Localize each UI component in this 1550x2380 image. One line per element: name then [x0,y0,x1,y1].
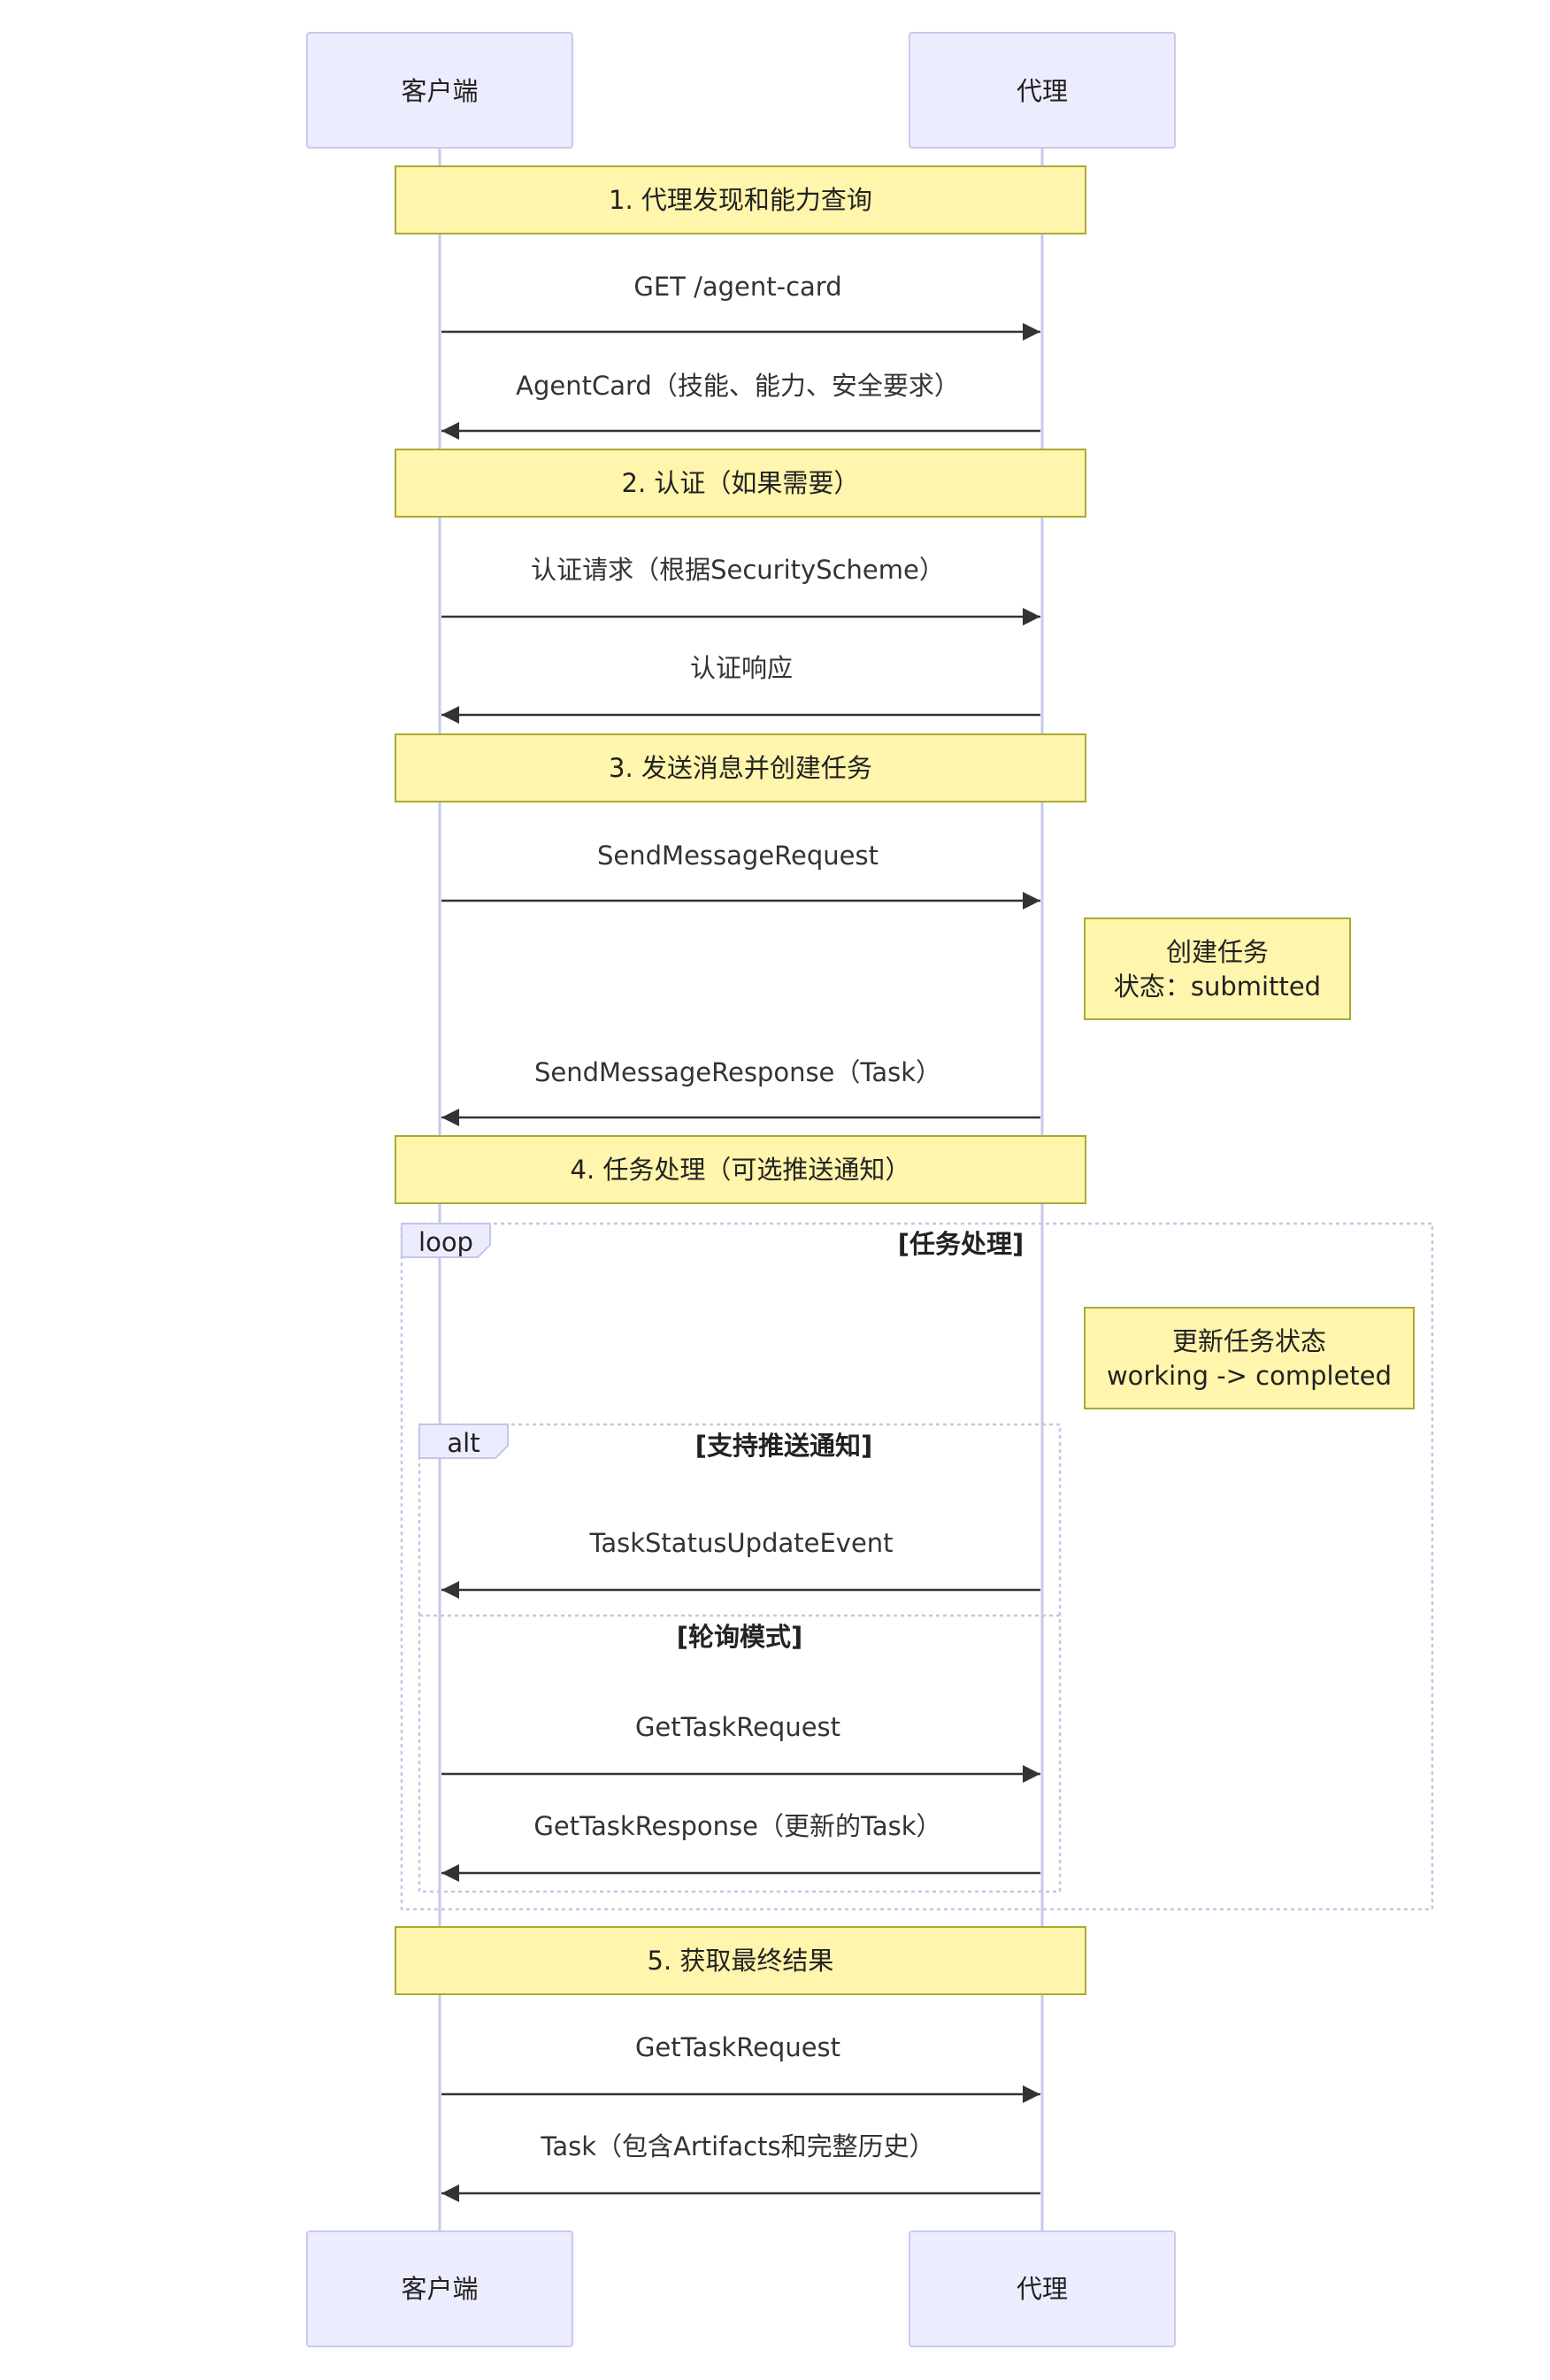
section-note-5-label: 5. 获取最终结果 [648,1946,834,1976]
message-3-label: 认证请求（根据SecurityScheme） [531,555,945,585]
loop-frame-keyword: loop [418,1227,473,1257]
agent-actor-label: 代理 [1017,76,1068,106]
agent-actor-top: 代理 [909,32,1176,149]
task-created-note-line2: 状态：submitted [1114,971,1321,1002]
section-note-3-label: 3. 发送消息并创建任务 [609,753,872,783]
message-10-label: GetTaskRequest [635,2032,840,2062]
client-actor-bottom-label: 客户端 [401,2274,478,2304]
message-1-label: GET /agent-card [633,272,841,302]
client-actor-label: 客户端 [401,76,478,106]
task-created-note-line1: 创建任务 [1166,937,1269,967]
message-11-label: Task（包含Artifacts和完整历史） [540,2131,934,2161]
alt-frame-condition: [支持推送通知] [695,1431,873,1461]
message-9-label: GetTaskResponse（更新的Task） [533,1811,941,1841]
section-note-2: 2. 认证（如果需要） [395,449,1086,518]
section-note-3: 3. 发送消息并创建任务 [395,733,1086,802]
message-8-label: GetTaskRequest [635,1712,840,1742]
message-2-label: AgentCard（技能、能力、安全要求） [516,371,960,401]
message-7-label: TaskStatusUpdateEvent [588,1528,893,1558]
message-6-label: SendMessageResponse（Task） [534,1057,941,1087]
alt-frame-else-condition: [轮询模式] [677,1622,803,1652]
alt-frame: alt [支持推送通知] [轮询模式] [418,1423,1062,1893]
alt-frame-keyword: alt [447,1428,480,1458]
agent-actor-bottom-label: 代理 [1017,2274,1068,2304]
loop-frame: loop [任务处理] [400,1222,1434,1911]
task-created-note: 创建任务 状态：submitted [1084,917,1351,1020]
client-actor-bottom: 客户端 [306,2230,573,2347]
section-note-1: 1. 代理发现和能力查询 [395,165,1086,234]
message-4-label: 认证响应 [690,653,793,683]
task-status-note: 更新任务状态 working -> completed [1084,1307,1415,1409]
section-note-4: 4. 任务处理（可选推送通知） [395,1135,1086,1204]
loop-frame-condition: [任务处理] [898,1229,1024,1259]
task-status-note-line2: working -> completed [1107,1361,1392,1391]
section-note-5: 5. 获取最终结果 [395,1926,1086,1995]
agent-actor-bottom: 代理 [909,2230,1176,2347]
section-note-4-label: 4. 任务处理（可选推送通知） [571,1155,911,1185]
task-status-note-line1: 更新任务状态 [1172,1326,1326,1356]
section-note-2-label: 2. 认证（如果需要） [622,468,860,498]
message-5-label: SendMessageRequest [597,841,879,871]
section-note-1-label: 1. 代理发现和能力查询 [609,185,872,215]
client-actor-top: 客户端 [306,32,573,149]
